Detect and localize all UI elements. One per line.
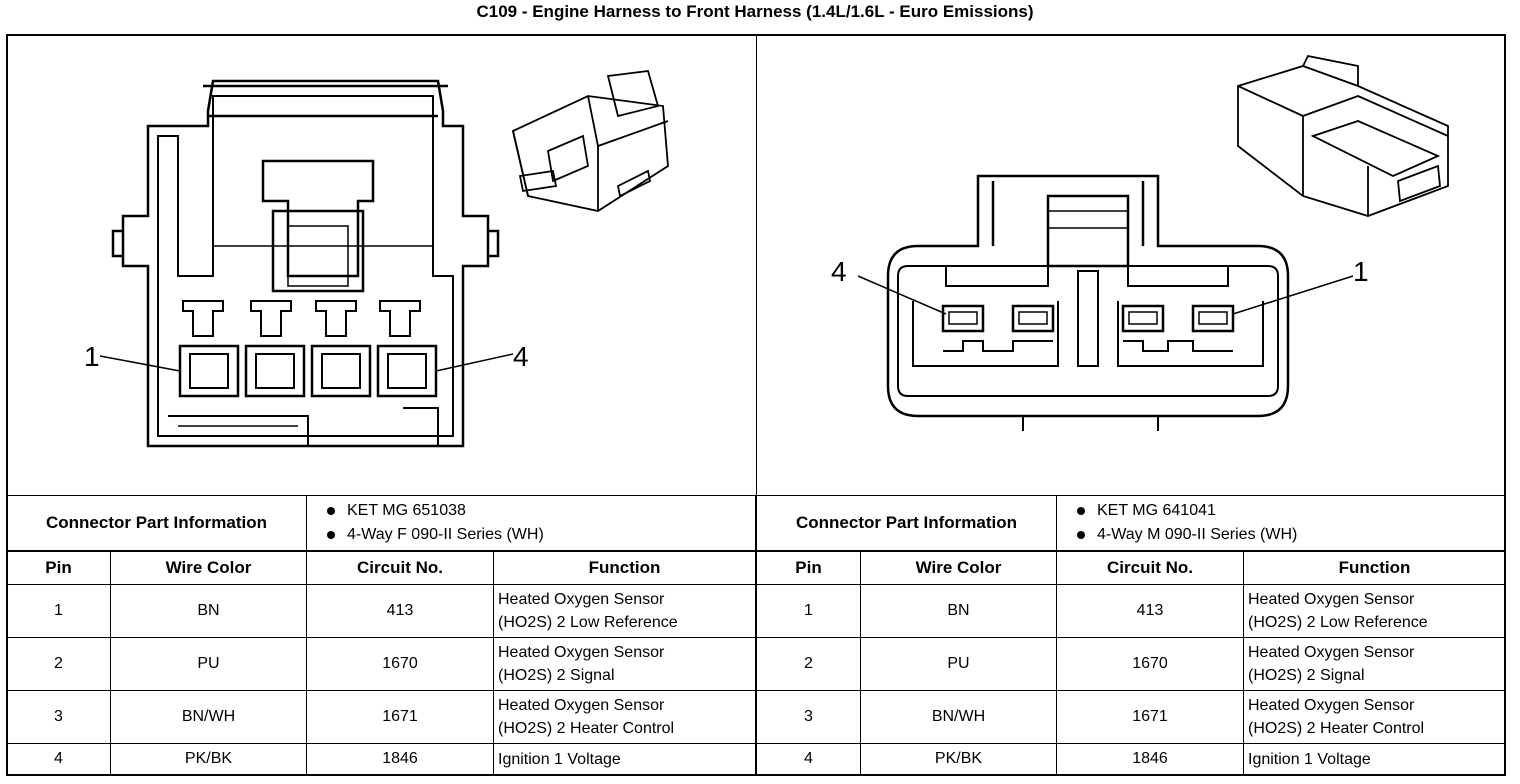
pin-cell: 4 (6, 743, 111, 775)
header-function: Function (493, 551, 756, 585)
pin-cell: 3 (756, 690, 861, 744)
circuit-cell: 1846 (1056, 743, 1244, 775)
pin-label-4: 4 (831, 256, 847, 287)
pin-cell: 2 (756, 637, 861, 691)
part-number: KET MG 651038 (325, 499, 751, 523)
header-wire-color: Wire Color (110, 551, 307, 585)
table-row: 1 BN 413 Heated Oxygen Sensor(HO2S) 2 Lo… (756, 584, 1506, 638)
function-cell: Heated Oxygen Sensor(HO2S) 2 Signal (493, 637, 756, 691)
circuit-cell: 1670 (1056, 637, 1244, 691)
page-title: C109 - Engine Harness to Front Harness (… (476, 2, 1034, 21)
right-pinout-table: Connector Part Information KET MG 641041… (756, 495, 1506, 775)
header-wire-color: Wire Color (860, 551, 1057, 585)
header-circuit: Circuit No. (1056, 551, 1244, 585)
wire-cell: PU (860, 637, 1057, 691)
table-row: 3 BN/WH 1671 Heated Oxygen Sensor(HO2S) … (756, 690, 1506, 744)
circuit-cell: 413 (1056, 584, 1244, 638)
circuit-cell: 1671 (306, 690, 494, 744)
wire-cell: PK/BK (110, 743, 307, 775)
connector-part-info: Connector Part Information KET MG 641041… (756, 495, 1506, 551)
left-pinout-table: Connector Part Information KET MG 651038… (6, 495, 756, 775)
part-info-label: Connector Part Information (6, 495, 307, 551)
connector-part-info: Connector Part Information KET MG 651038… (6, 495, 756, 551)
pin-label-1: 1 (84, 341, 100, 372)
part-description: 4-Way F 090-II Series (WH) (325, 523, 751, 547)
female-connector-diagram: 1 4 (84, 70, 669, 448)
circuit-cell: 1670 (306, 637, 494, 691)
circuit-cell: 1671 (1056, 690, 1244, 744)
pin-cell: 1 (756, 584, 861, 638)
circuit-cell: 1846 (306, 743, 494, 775)
header-circuit: Circuit No. (306, 551, 494, 585)
part-number: KET MG 641041 (1075, 499, 1501, 523)
header-pin: Pin (756, 551, 861, 585)
pin-cell: 3 (6, 690, 111, 744)
wire-cell: BN (860, 584, 1057, 638)
table-row: 4 PK/BK 1846 Ignition 1 Voltage (756, 743, 1506, 775)
wire-cell: BN/WH (860, 690, 1057, 744)
wire-cell: PK/BK (860, 743, 1057, 775)
table-row: 2 PU 1670 Heated Oxygen Sensor(HO2S) 2 S… (756, 637, 1506, 691)
pinout-grid: Pin Wire Color Circuit No. Function 1 BN… (6, 551, 756, 775)
function-cell: Heated Oxygen Sensor(HO2S) 2 Signal (1243, 637, 1506, 691)
function-cell: Heated Oxygen Sensor(HO2S) 2 Heater Cont… (493, 690, 756, 744)
table-row: 2 PU 1670 Heated Oxygen Sensor(HO2S) 2 S… (6, 637, 756, 691)
male-connector-diagram: 4 1 (831, 54, 1449, 431)
header-function: Function (1243, 551, 1506, 585)
wire-cell: PU (110, 637, 307, 691)
function-cell: Heated Oxygen Sensor(HO2S) 2 Low Referen… (1243, 584, 1506, 638)
pin-label-4: 4 (513, 341, 529, 372)
table-row: 4 PK/BK 1846 Ignition 1 Voltage (6, 743, 756, 775)
wire-cell: BN/WH (110, 690, 307, 744)
table-row: 1 BN 413 Heated Oxygen Sensor(HO2S) 2 Lo… (6, 584, 756, 638)
part-description: 4-Way M 090-II Series (WH) (1075, 523, 1501, 547)
function-cell: Heated Oxygen Sensor(HO2S) 2 Heater Cont… (1243, 690, 1506, 744)
pin-label-1: 1 (1353, 256, 1369, 287)
function-cell: Ignition 1 Voltage (1243, 743, 1506, 775)
pin-cell: 2 (6, 637, 111, 691)
vertical-divider (756, 34, 757, 496)
wire-cell: BN (110, 584, 307, 638)
function-cell: Heated Oxygen Sensor(HO2S) 2 Low Referen… (493, 584, 756, 638)
pinout-grid: Pin Wire Color Circuit No. Function 1 BN… (756, 551, 1506, 775)
function-cell: Ignition 1 Voltage (493, 743, 756, 775)
part-info-label: Connector Part Information (756, 495, 1057, 551)
table-row: 3 BN/WH 1671 Heated Oxygen Sensor(HO2S) … (6, 690, 756, 744)
header-pin: Pin (6, 551, 111, 585)
circuit-cell: 413 (306, 584, 494, 638)
pin-cell: 1 (6, 584, 111, 638)
pin-cell: 4 (756, 743, 861, 775)
